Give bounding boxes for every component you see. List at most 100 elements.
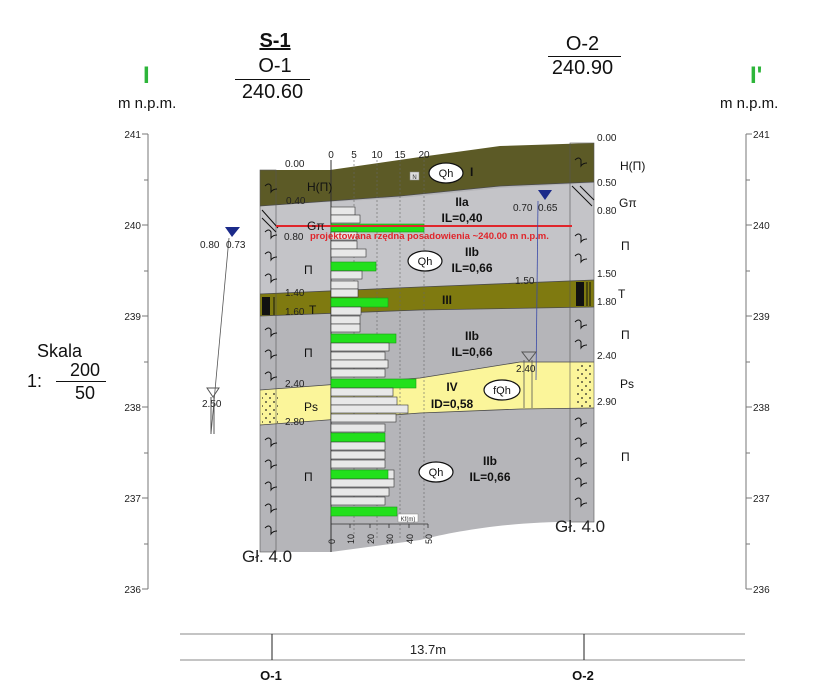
scale-denominator: 50 xyxy=(74,383,96,403)
probe-bottom-tick-50: 50 xyxy=(424,534,434,544)
scale-prefix: 1: xyxy=(27,371,43,391)
layer-label-iv: IV xyxy=(446,380,457,394)
water-level-lower-triangle-o2 xyxy=(520,351,538,362)
probe-top-tick-20: 20 xyxy=(418,150,430,161)
layer-param-iia: IL=0,40 xyxy=(441,211,482,225)
o2-soil-g: Gπ xyxy=(619,196,637,210)
o1-depth-1-40: 1.40 xyxy=(285,288,305,299)
layer-param-iib-3: IL=0,66 xyxy=(469,470,510,484)
o2-soil-pi-2: Π xyxy=(621,328,630,342)
o2-depth-2-40: 2.40 xyxy=(597,351,617,362)
o2-bottom-depth: Gł. 4.0 xyxy=(555,517,605,536)
probe-bars xyxy=(330,206,425,517)
left-axis-tick-237: 237 xyxy=(124,494,141,505)
o1-water-lower: 2.50 xyxy=(202,399,222,410)
scale-title: Skala xyxy=(37,341,83,361)
o2-depth-0-00: 0.00 xyxy=(597,133,617,144)
groundwater-o1: 0.80 0.73 2.50 xyxy=(200,227,246,435)
o2-depth-0-50: 0.50 xyxy=(597,178,617,189)
left-axis-tick-236: 236 xyxy=(124,585,141,596)
layer-label-iib-3: IIb xyxy=(483,454,497,468)
borehole-o2-elevation: 240.90 xyxy=(551,57,614,79)
right-axis-tick-241: 241 xyxy=(753,130,770,141)
foundation-level-label: projektowana rzędna posadowienia ~240.00… xyxy=(310,231,549,242)
o2-water-steady: 0.65 xyxy=(538,203,558,214)
borehole-o1-column xyxy=(259,169,277,553)
left-axis-tick-238: 238 xyxy=(124,403,141,414)
o2-depth-0-80: 0.80 xyxy=(597,206,617,217)
probe-top-tick-10: 10 xyxy=(371,150,383,161)
right-axis-tick-240: 240 xyxy=(753,221,770,232)
footer-point-o1: O-1 xyxy=(260,668,282,683)
borehole-o1-label: O-1 xyxy=(258,55,292,77)
layer-param-iib-2: IL=0,66 xyxy=(451,345,492,359)
o1-soil-ps: Ps xyxy=(304,400,318,414)
left-elevation-axis xyxy=(142,133,149,590)
o2-soil-pi-1: Π xyxy=(621,239,630,253)
right-axis-tick-237: 237 xyxy=(753,494,770,505)
borehole-o1-elevation: 240.60 xyxy=(241,81,304,103)
borehole-o2-peat-mark xyxy=(576,282,584,306)
o2-water-lower: 2.40 xyxy=(516,364,536,375)
right-axis-tick-239: 239 xyxy=(753,312,770,323)
o1-water-first: 0.80 xyxy=(200,240,220,251)
distance-value: 13.7m xyxy=(410,642,446,657)
layer-label-iii: III xyxy=(442,293,452,307)
left-axis-tick-240: 240 xyxy=(124,221,141,232)
right-elevation-axis xyxy=(745,133,752,590)
o2-water-seepage: 1.50 xyxy=(515,276,535,287)
left-axis-tick-241: 241 xyxy=(124,130,141,141)
section-mark-right: I' xyxy=(750,62,763,89)
o1-soil-pi-3: Π xyxy=(304,470,313,484)
o1-depth-2-40: 2.40 xyxy=(285,379,305,390)
left-axis-tick-239: 239 xyxy=(124,312,141,323)
probe-bottom-tick-30: 30 xyxy=(385,534,395,544)
layer-label-iib-1: IIb xyxy=(465,245,479,259)
layer-label-iib-2: IIb xyxy=(465,329,479,343)
sand-hatch-right xyxy=(575,364,593,407)
o1-depth-0-00: 0.00 xyxy=(285,159,305,170)
genesis-label-layer-iib-3: Qh xyxy=(429,467,444,479)
probe-top-tick-5: 5 xyxy=(351,150,357,161)
right-unit-label: m n.p.m. xyxy=(720,95,779,112)
probe-bottom-tick-40: 40 xyxy=(405,534,415,544)
distance-bar xyxy=(180,633,745,661)
probe-n-badge-text: N xyxy=(412,175,416,181)
layer-param-iib-1: IL=0,66 xyxy=(451,261,492,275)
o2-depth-1-80: 1.80 xyxy=(597,297,617,308)
probe-top-tick-15: 15 xyxy=(394,150,406,161)
scale-divider xyxy=(56,381,106,382)
groundwater-o2: 0.70 0.65 1.50 2.40 xyxy=(513,190,558,408)
o2-water-first: 0.70 xyxy=(513,203,533,214)
o1-depth-2-80: 2.80 xyxy=(285,417,305,428)
o2-soil-ps: Ps xyxy=(620,377,634,391)
genesis-label-layer-iv: fQh xyxy=(493,385,511,397)
layer-param-iv: ID=0,58 xyxy=(431,397,474,411)
o1-soil-t: T xyxy=(309,303,317,317)
genesis-label-layer-iib: Qh xyxy=(418,256,433,268)
scale-numerator: 200 xyxy=(69,360,101,380)
o2-soil-t: T xyxy=(618,287,626,301)
o1-soil-h: H(Π) xyxy=(307,180,332,194)
section-mark-left: I xyxy=(143,62,150,89)
footer-point-o2: O-2 xyxy=(572,668,594,683)
right-axis-tick-238: 238 xyxy=(753,403,770,414)
genesis-badges: Qh Qh fQh Qh xyxy=(407,162,521,483)
borehole-o2-label: O-2 xyxy=(565,33,600,55)
water-level-triangle-o2 xyxy=(538,190,552,200)
probe-kf-badge xyxy=(397,513,419,523)
borehole-s1-label: S-1 xyxy=(259,30,291,52)
borehole-o2-divider xyxy=(548,56,621,57)
o2-depth-2-90: 2.90 xyxy=(597,397,617,408)
probe-bottom-tick-10: 10 xyxy=(346,534,356,544)
probe-bottom-tick-20: 20 xyxy=(366,534,376,544)
o1-depth-0-40: 0.40 xyxy=(286,196,306,207)
cohesive-soil-symbols xyxy=(261,157,595,536)
layer-label-iia: IIa xyxy=(455,195,469,209)
layer-i-topsoil xyxy=(260,143,594,206)
probe-n-badge xyxy=(409,171,420,181)
o1-depth-0-80: 0.80 xyxy=(284,232,304,243)
o1-depth-1-60: 1.60 xyxy=(285,307,305,318)
sand-hatch-left xyxy=(262,392,278,424)
